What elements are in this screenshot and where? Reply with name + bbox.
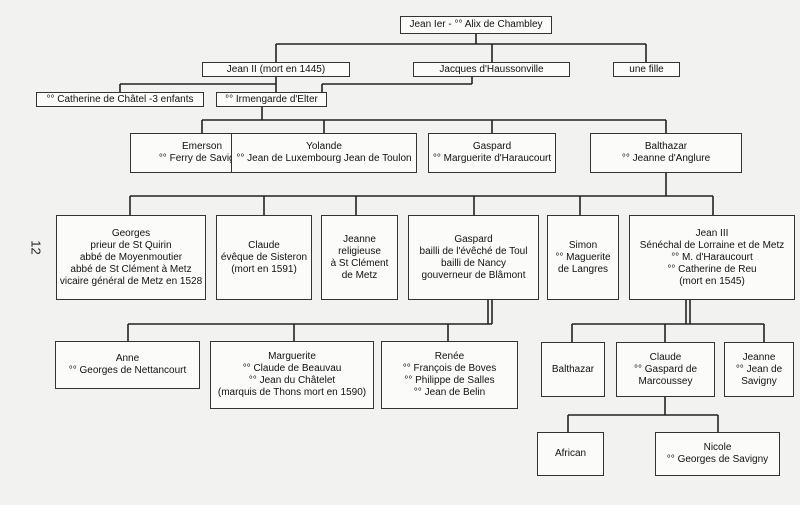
person-text-line: (mort en 1545): [679, 275, 745, 287]
person-balthazar-2: Balthazar: [541, 342, 605, 397]
person-text-line: Sénéchal de Lorraine et de Metz: [639, 239, 785, 251]
page-number: 12: [28, 240, 44, 255]
person-text-line: Emerson: [181, 141, 222, 152]
person-text-line: bailli de Nancy: [440, 257, 507, 269]
person-marguerite: Marguerite°° Claude de Beauvau°° Jean du…: [210, 341, 374, 409]
person-text-line: °° Maguerite: [555, 251, 611, 263]
person-text-line: °° Jeanne d'Anglure: [621, 153, 711, 164]
person-text-line: °° Marguerite d'Haraucourt: [432, 153, 552, 164]
person-text-line: abbé de Moyenmoutier: [79, 251, 183, 263]
person-african: African: [537, 432, 604, 476]
person-text-line: (marquis de Thons mort en 1590): [217, 387, 367, 398]
person-text-line: °° Philippe de Salles: [404, 375, 495, 386]
person-text-line: °° M. d'Haraucourt: [671, 251, 753, 263]
person-nicole: Nicole°° Georges de Savigny: [655, 432, 780, 476]
person-text-line: évêque de Sisteron: [220, 251, 308, 263]
person-text-line: °° Catherine de Reu: [667, 263, 757, 275]
person-text-line: Jacques d'Haussonville: [439, 63, 544, 75]
person-text-line: Savigny: [741, 375, 777, 387]
person-text-line: prieur de St Quirin: [90, 239, 172, 251]
person-text-line: religieuse: [338, 245, 381, 257]
person-text-line: Balthazar: [551, 363, 595, 375]
person-text-line: °° Jean de: [735, 363, 783, 375]
person-text-line: Jeanne: [742, 351, 776, 363]
person-jean-ii: Jean II (mort en 1445): [202, 62, 350, 77]
person-balthazar-1: Balthazar°° Jeanne d'Anglure: [590, 133, 742, 173]
person-text-line: une fille: [629, 63, 664, 75]
person-text-line: Nicole: [703, 442, 732, 453]
person-text-line: Jean Ier - °° Alix de Chambley: [409, 19, 543, 30]
person-text-line: °° Georges de Savigny: [666, 454, 769, 465]
person-text-line: Jeanne: [343, 233, 376, 245]
person-text-line: °° Jean de Belin: [413, 387, 486, 398]
person-text-line: Marcoussey: [638, 375, 693, 387]
person-text-line: °° François de Boves: [402, 363, 497, 374]
person-yolande: Yolande°° Jean de Luxembourg Jean de Tou…: [231, 133, 417, 173]
person-text-line: Claude: [649, 351, 682, 363]
person-anne: Anne°° Georges de Nettancourt: [55, 341, 200, 389]
person-text-line: Marguerite: [268, 351, 316, 362]
person-text-line: Claude: [248, 239, 280, 251]
person-text-line: Georges: [111, 227, 151, 239]
person-text-line: Simon: [568, 239, 598, 251]
spouse-catherine-chatel: °° Catherine de Châtel -3 enfants: [36, 92, 204, 107]
person-text-line: °° Georges de Nettancourt: [68, 365, 187, 376]
person-une-fille: une fille: [613, 62, 680, 77]
person-text-line: Jean III: [695, 227, 729, 239]
person-text-line: °° Catherine de Châtel -3 enfants: [46, 93, 194, 105]
person-text-line: gouverneur de Blâmont: [421, 269, 526, 281]
person-text-line: vicaire général de Metz en 1528: [59, 275, 203, 287]
person-text-line: Gaspard: [472, 141, 512, 152]
person-text-line: bailli de l'évêché de Toul: [419, 245, 528, 257]
person-text-line: (mort en 1591): [231, 263, 297, 275]
person-text-line: °° Gaspard de: [633, 363, 698, 375]
person-text-line: Gaspard: [454, 233, 493, 245]
person-text-line: abbé de St Clément à Metz: [70, 263, 192, 275]
person-text-line: Yolande: [306, 141, 342, 152]
person-gaspard-1: Gaspard°° Marguerite d'Haraucourt: [428, 133, 556, 173]
spouse-irmengarde: °° Irmengarde d'Elter: [216, 92, 327, 107]
person-text-line: African: [554, 448, 587, 459]
person-text-line: °° Irmengarde d'Elter: [225, 93, 318, 105]
person-text-line: Anne: [115, 353, 140, 364]
person-jacques: Jacques d'Haussonville: [413, 62, 570, 77]
person-text-line: °° Ferry de Savigny: [158, 153, 246, 164]
person-text-line: Renée: [434, 351, 465, 362]
person-text-line: °° Claude de Beauvau: [242, 363, 342, 374]
person-text-line: de Metz: [341, 269, 378, 281]
person-renee: Renée°° François de Boves°° Philippe de …: [381, 341, 518, 409]
person-text-line: de Langres: [557, 263, 609, 275]
person-text-line: à St Clément: [330, 257, 389, 269]
person-text-line: °° Jean du Châtelet: [248, 375, 336, 386]
person-jean-ier: Jean Ier - °° Alix de Chambley: [400, 16, 552, 34]
person-text-line: Jean II (mort en 1445): [226, 63, 326, 75]
person-text-line: °° Jean de Luxembourg Jean de Toulon: [236, 153, 412, 164]
person-text-line: Balthazar: [644, 141, 688, 152]
